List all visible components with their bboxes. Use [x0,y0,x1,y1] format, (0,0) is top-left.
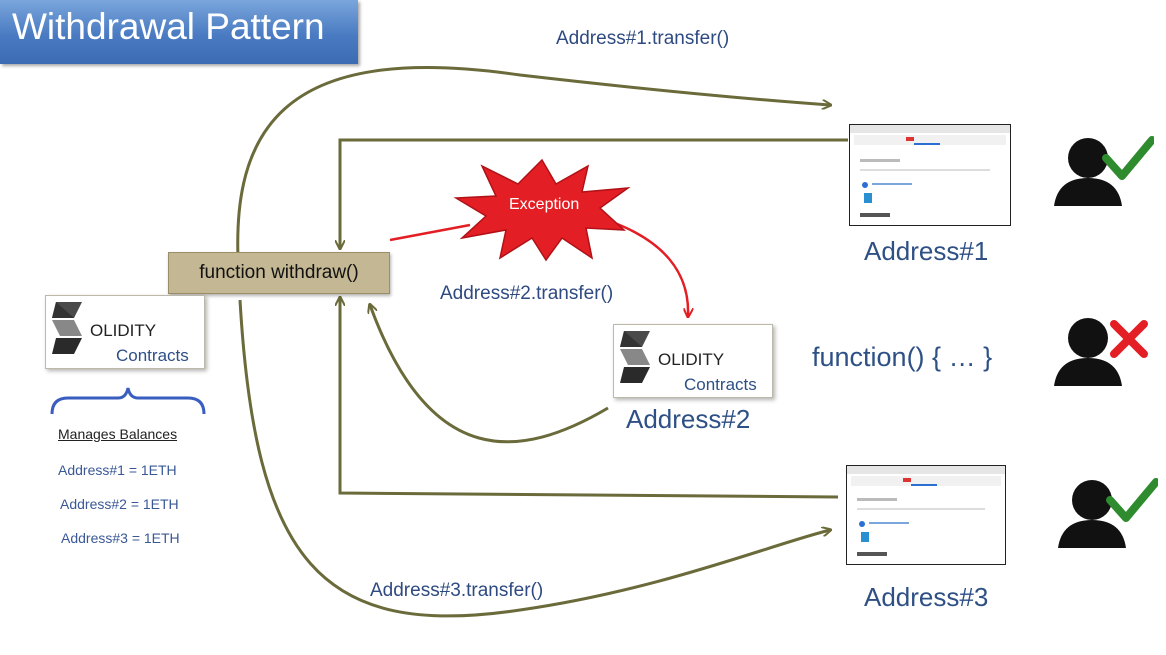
call-label-address3: Address#3.transfer() [370,580,544,601]
arrow-address3-to-withdraw [340,298,839,499]
user-success-icon [1054,136,1154,206]
title-bar [0,0,358,64]
balances-heading: Manages Balances [58,426,178,442]
address3-label: Address#3 [864,582,989,612]
wallet-screenshot-address3 [846,465,1006,565]
wallet-screenshot-address1 [849,124,1011,226]
call-label-address1: Address#1.transfer() [556,28,730,49]
arrow-transfer-address1 [236,66,830,289]
arrow-exception-to-address2 [611,220,688,316]
wallet-thumbnail-icon [850,125,1010,217]
solidity-contract-address2: OLIDITY Contracts [613,324,773,398]
wallet-thumbnail-icon [847,466,1005,556]
user-success-icon [1058,478,1158,548]
exception-label: Exception [509,196,580,213]
user-failure-icon [1054,318,1148,386]
address1-label: Address#1 [864,236,989,266]
arrow-transfer-address3 [238,299,830,618]
solidity-wordmark: OLIDITY [90,321,157,340]
fallback-function-text: function() { … } [812,342,993,372]
slide-title: Withdrawal Pattern [12,6,325,47]
balance-item-2: Address#2 = 1ETH [60,496,179,512]
solidity-contract-main: OLIDITY Contracts [45,295,205,369]
balance-item-1: Address#1 = 1ETH [58,462,177,478]
exception-burst-icon [453,158,631,262]
solidity-logo-icon [52,302,82,354]
withdraw-function-box: function withdraw() [168,252,390,294]
address2-label: Address#2 [626,404,751,434]
checkmark-icon [1106,478,1158,522]
solidity-logo-icon [620,331,650,383]
call-label-address2: Address#2.transfer() [440,283,614,304]
arrow-address1-to-withdraw [340,138,848,248]
checkmark-icon [1102,136,1154,180]
solidity-wordmark: OLIDITY [658,350,725,369]
brace-icon [50,387,206,415]
contracts-label: Contracts [684,375,757,394]
contracts-label: Contracts [116,346,189,365]
arrow-withdraw-to-exception [389,223,471,242]
arrow-address2-to-withdraw [370,305,609,444]
balance-item-3: Address#3 = 1ETH [61,530,180,546]
cross-icon [1110,320,1148,358]
